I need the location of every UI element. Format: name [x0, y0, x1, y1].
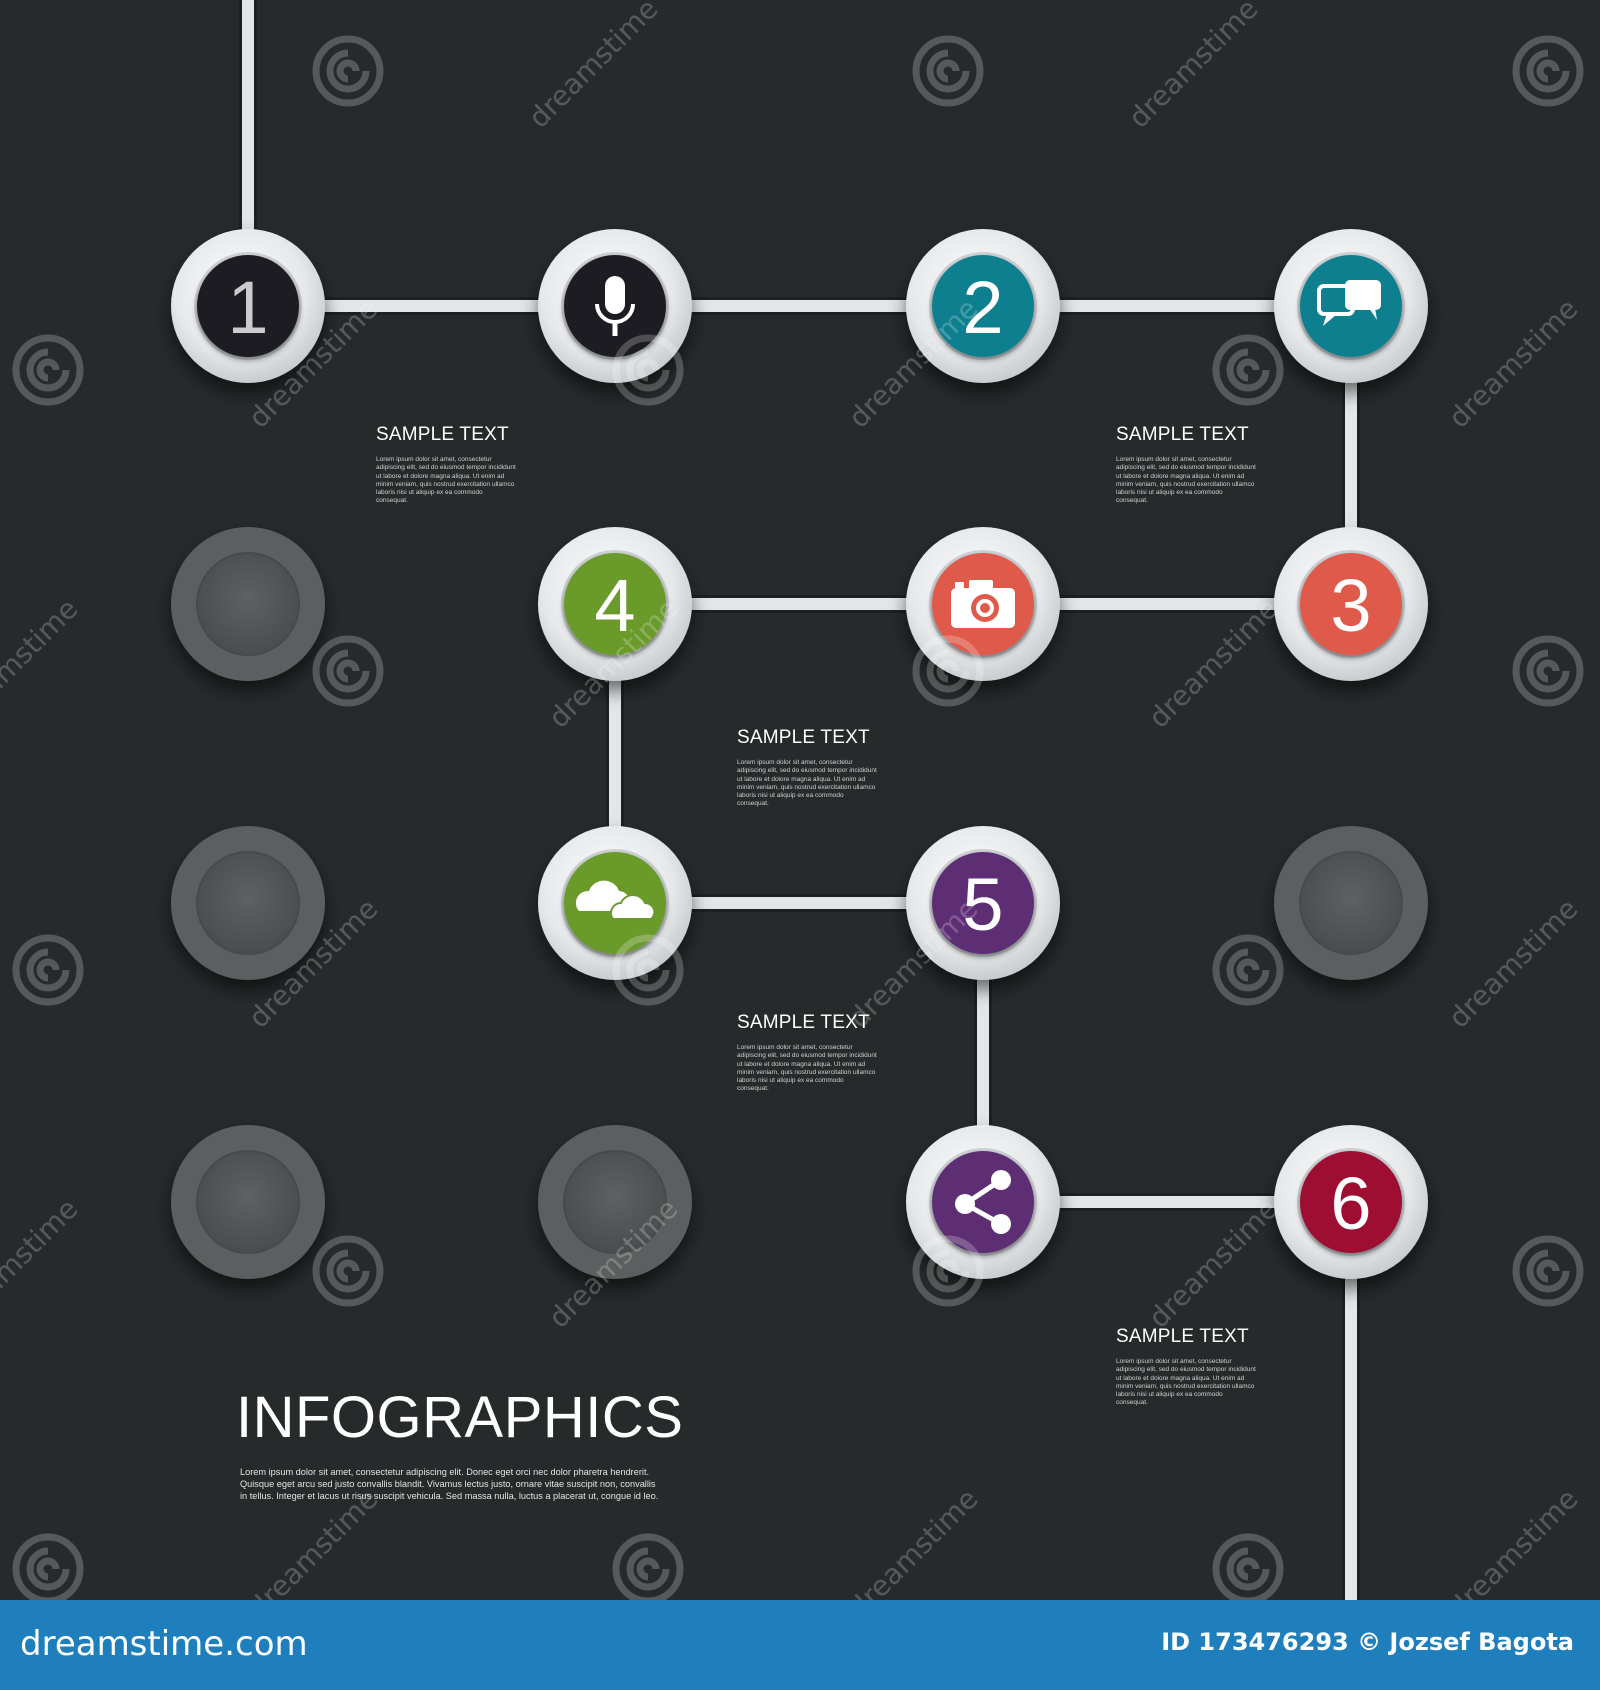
inactive-node: [171, 1125, 325, 1279]
watermark-swirl-icon: [612, 334, 684, 406]
chat-bubbles-icon: [1317, 280, 1381, 326]
caption-2: SAMPLE TEXT Lorem ipsum dolor sit amet, …: [1116, 424, 1266, 506]
step-icon-node: [906, 527, 1060, 681]
caption-5: SAMPLE TEXT Lorem ipsum dolor sit amet, …: [1116, 1326, 1266, 1408]
watermark-text: dreamstime: [1142, 1192, 1284, 1334]
step-nodes: 1 2 3 4 5 6: [171, 229, 1428, 1279]
watermark-swirl-icon: [12, 934, 84, 1006]
step-icon-node: [538, 826, 692, 980]
process-diagram: 1 2 3 4 5 6 dreamstime dreamstime dreamstime dre…: [0, 0, 1584, 1600]
step-icon-node: [1274, 229, 1428, 383]
step-node-5: 5: [906, 826, 1060, 980]
watermark-text: dreamstime: [522, 0, 664, 134]
watermark-swirl-icon: [912, 35, 984, 107]
caption-body: Lorem ipsum dolor sit amet, consectetur …: [1116, 1358, 1256, 1407]
step-node-1: 1: [171, 229, 325, 383]
step-number: 1: [227, 266, 268, 349]
step-icon-node: [538, 229, 692, 383]
caption-body: Lorem ipsum dolor sit amet, consectetur …: [1116, 456, 1256, 505]
watermark-swirl-icon: [612, 934, 684, 1006]
infographics-body: Lorem ipsum dolor sit amet, consectetur …: [240, 1467, 659, 1501]
step-number: 4: [594, 564, 635, 647]
caption-body: Lorem ipsum dolor sit amet, consectetur …: [376, 456, 516, 505]
camera-icon: [951, 580, 1015, 628]
watermark-text: dreamstime: [1442, 292, 1584, 434]
step-node-3: 3: [1274, 527, 1428, 681]
watermark-text: dreamstime: [842, 1482, 984, 1600]
caption-body: Lorem ipsum dolor sit amet, consectetur …: [737, 759, 877, 808]
watermark-text: dreamstime: [1442, 1482, 1584, 1600]
watermark-swirl-icon: [1512, 635, 1584, 707]
step-number: 2: [962, 266, 1003, 349]
caption-title: SAMPLE TEXT: [376, 424, 509, 445]
watermark-swirl-icon: [1212, 934, 1284, 1006]
watermark-swirl-icon: [312, 1235, 384, 1307]
watermark-text: dreamstime: [1142, 592, 1284, 734]
node-core: [197, 255, 299, 357]
node-core: [564, 553, 666, 655]
watermark-text: dreamstime: [0, 592, 84, 734]
footer-image-id: ID 173476293 © Jozsef Bagota: [1161, 1628, 1574, 1656]
watermark-swirl-icon: [612, 1533, 684, 1600]
caption-title: SAMPLE TEXT: [1116, 424, 1249, 445]
step-number: 5: [962, 863, 1003, 946]
step-number: 6: [1330, 1162, 1371, 1245]
microphone-icon: [595, 276, 635, 336]
caption-title: SAMPLE TEXT: [737, 727, 870, 748]
infographics-title: INFOGRAPHICS: [236, 1385, 684, 1450]
watermark-swirl-icon: [12, 1533, 84, 1600]
inactive-node: [171, 826, 325, 980]
node-core: [932, 255, 1034, 357]
inactive-node: [1274, 826, 1428, 980]
step-node-6: 6: [1274, 1125, 1428, 1279]
caption-title: SAMPLE TEXT: [737, 1012, 870, 1033]
watermark-swirl-icon: [1512, 35, 1584, 107]
watermark-text: dreamstime: [1122, 0, 1264, 134]
footer-site-text: dreamstime.com: [20, 1624, 308, 1664]
inactive-nodes: [171, 527, 1428, 1279]
watermark-swirl-icon: [1212, 1533, 1284, 1600]
cloud-icon: [575, 880, 656, 920]
step-number: 3: [1330, 564, 1371, 647]
node-core: [1300, 553, 1402, 655]
watermark-swirl-icon: [912, 635, 984, 707]
share-icon: [955, 1170, 1011, 1234]
caption-1: SAMPLE TEXT Lorem ipsum dolor sit amet, …: [376, 424, 526, 506]
step-icon-node: [906, 1125, 1060, 1279]
watermark-swirl-icon: [1512, 1235, 1584, 1307]
node-core: [932, 852, 1034, 954]
caption-title: SAMPLE TEXT: [1116, 1326, 1249, 1347]
watermark-text: dreamstime: [1442, 892, 1584, 1034]
inactive-node: [171, 527, 325, 681]
watermark-swirl-icon: [1212, 334, 1284, 406]
inactive-node: [538, 1125, 692, 1279]
step-node-2: 2: [906, 229, 1060, 383]
watermark-swirl-icon: [312, 35, 384, 107]
watermark-footer: dreamstime.com ID 173476293 © Jozsef Bag…: [0, 1600, 1600, 1690]
infographic-canvas: 1 2 3 4 5 6 dreamstime dreamstime dreamstime dre…: [0, 0, 1585, 1600]
watermark-swirl-icon: [12, 334, 84, 406]
step-node-4: 4: [538, 527, 692, 681]
caption-body: Lorem ipsum dolor sit amet, consectetur …: [737, 1044, 877, 1093]
caption-4: SAMPLE TEXT Lorem ipsum dolor sit amet, …: [737, 1012, 887, 1094]
node-core: [1300, 1151, 1402, 1253]
watermark-swirl-icon: [312, 635, 384, 707]
watermark-swirl-icon: [912, 1235, 984, 1307]
caption-3: SAMPLE TEXT Lorem ipsum dolor sit amet, …: [737, 727, 887, 809]
watermark-text: dreamstime: [0, 1192, 84, 1334]
